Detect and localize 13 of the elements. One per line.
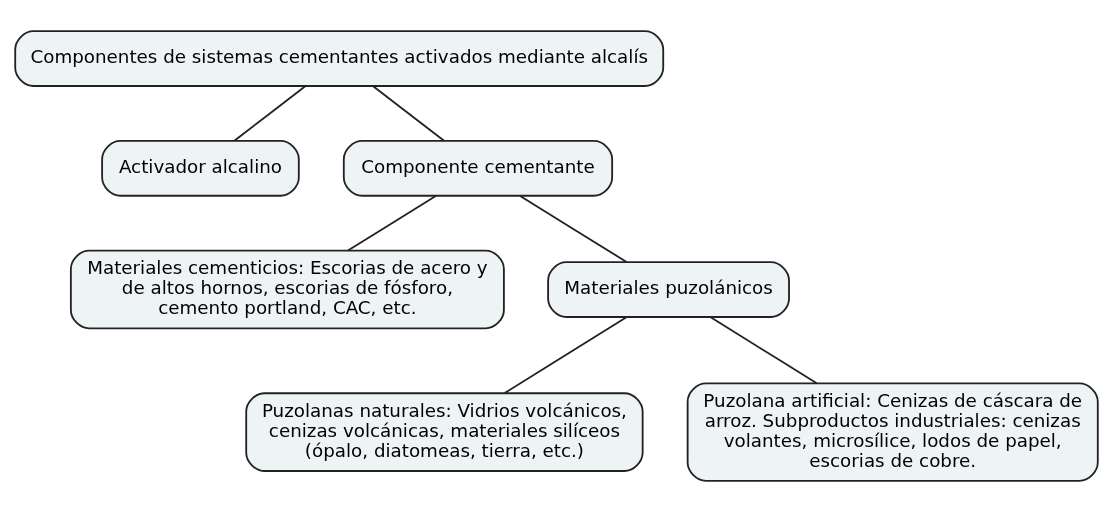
connector bbox=[503, 316, 628, 395]
connector bbox=[709, 316, 818, 385]
connector bbox=[347, 194, 438, 252]
connector bbox=[518, 194, 628, 263]
node-box: Componentes de sistemas cementantes activados mediante alcalís bbox=[14, 30, 665, 87]
node-box: Puzolanas naturales: Vidrios volcánicos, cenizas volcánicas, materiales silíceos (ópalo, diatomeas, tierra, etc.) bbox=[245, 392, 644, 472]
node-box: Componente cementante bbox=[342, 139, 614, 197]
node-box: Materiales cementicios: Escorias de acero y de altos hornos, escorias de fósforo, cemento portland, CAC, etc. bbox=[69, 249, 505, 330]
connector bbox=[233, 85, 306, 142]
node-box: Puzolana artificial: Cenizas de cáscara de arroz. Subproductos industriales: cenizas volantes, microsílice, lodos de papel, escorias de cobre. bbox=[686, 382, 1099, 482]
node-box: Activador alcalino bbox=[101, 139, 300, 197]
connector bbox=[372, 85, 445, 142]
node-box: Materiales puzolánicos bbox=[547, 261, 790, 318]
